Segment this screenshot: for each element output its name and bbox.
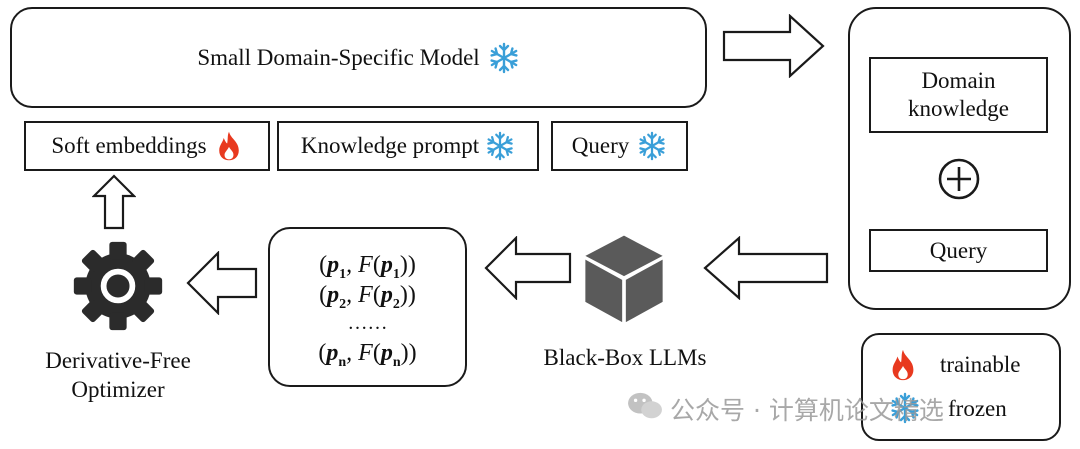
soft-embeddings-box: Soft embeddings [24, 121, 270, 171]
hollow-arrow-icon [186, 251, 258, 315]
plus-circle-icon [938, 158, 980, 200]
watermark-text: 公众号 · 计算机论文精选 [670, 396, 944, 425]
snowflake-icon [637, 131, 667, 161]
gear-icon [73, 241, 163, 331]
query-input-label: Query [571, 133, 630, 158]
right-query-box: Query [869, 229, 1048, 272]
legend-frozen-label: frozen [948, 396, 1007, 421]
snowflake-icon [485, 131, 515, 161]
right-query-label: Query [929, 237, 988, 263]
query-input-box: Query [551, 121, 688, 171]
cube-icon [585, 235, 663, 323]
small-model-title: Small Domain-Specific Model [197, 44, 480, 70]
pair-line-2: (p2, F(p2)) [319, 282, 416, 312]
pair-line-1: (p1, F(p1)) [319, 252, 416, 282]
domain-knowledge-box: Domain knowledge [869, 57, 1048, 133]
hollow-arrow-icon [722, 14, 825, 78]
fire-icon [218, 131, 239, 161]
legend-trainable-label: trainable [940, 352, 1021, 377]
pair-line-n: (pn, F(pn)) [318, 340, 417, 370]
optimizer-label: Derivative-Free Optimizer [45, 348, 191, 402]
black-box-label: Black-Box LLMs [543, 345, 707, 370]
knowledge-prompt-label: Knowledge prompt [300, 133, 480, 158]
soft-embeddings-label: Soft embeddings [51, 133, 207, 158]
hollow-arrow-icon [484, 236, 572, 300]
knowledge-prompt-box: Knowledge prompt [277, 121, 539, 171]
fire-icon [892, 349, 914, 381]
snowflake-icon [488, 42, 519, 73]
small-model-box: Small Domain-Specific Model [10, 7, 707, 108]
pairs-box [268, 227, 467, 387]
pair-dots: …… [347, 312, 388, 334]
wechat-icon [628, 392, 662, 419]
hollow-arrow-icon [92, 174, 136, 230]
domain-knowledge-label: Domain knowledge [908, 68, 1009, 121]
legend-box [861, 333, 1061, 441]
hollow-arrow-icon [703, 236, 829, 300]
